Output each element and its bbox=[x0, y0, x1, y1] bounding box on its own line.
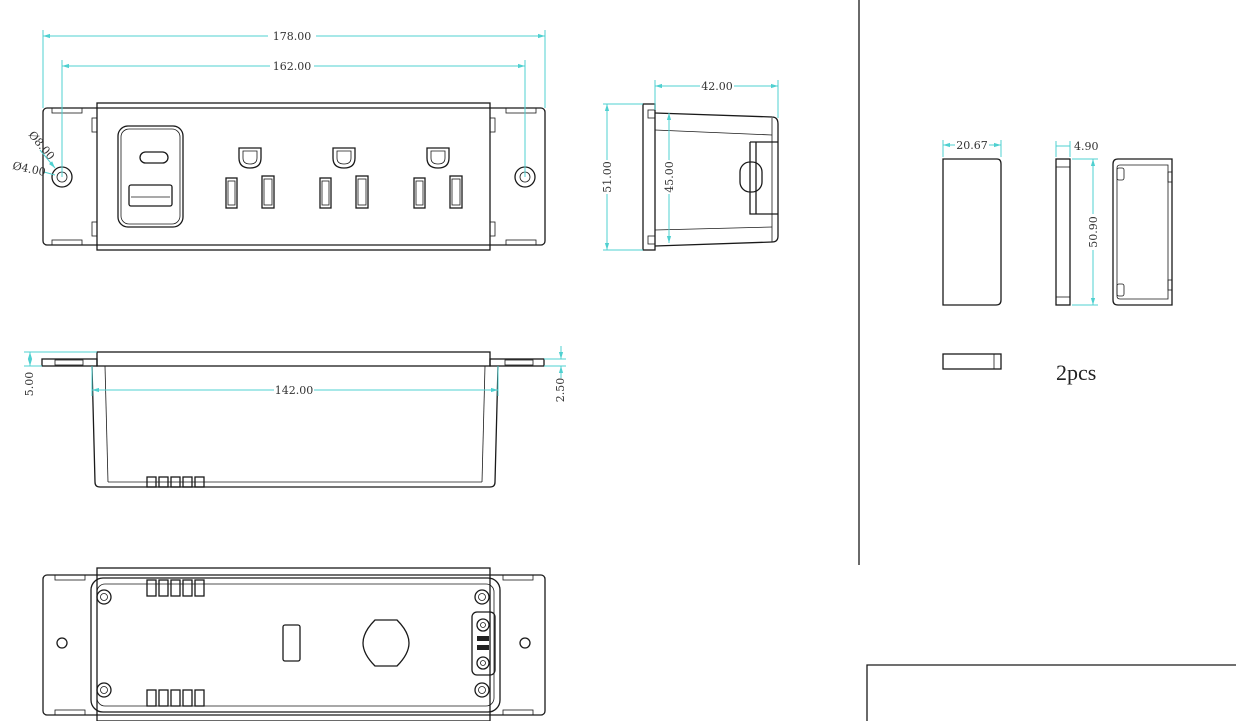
bottom-view bbox=[42, 567, 546, 721]
dim-width: 20.67 bbox=[956, 139, 988, 152]
neutral-slot bbox=[413, 177, 426, 209]
dim-height: 50.90 bbox=[1087, 216, 1100, 248]
bracket-top bbox=[942, 353, 1002, 370]
cable-knockout bbox=[362, 619, 410, 667]
ac-outlet bbox=[413, 147, 463, 209]
vent-slot bbox=[158, 689, 169, 707]
vent-slot bbox=[182, 689, 193, 707]
dim-hole-outer: Ø8.00 bbox=[26, 129, 58, 163]
vent-slot bbox=[194, 689, 205, 707]
end-view: 42.00 51.00 45.00 bbox=[600, 79, 779, 251]
mounting-flange bbox=[42, 107, 546, 246]
dim-overall-length: 178.00 bbox=[273, 30, 312, 43]
dim-hole-inner: Ø4.00 bbox=[11, 159, 46, 179]
vent-slot bbox=[170, 476, 181, 488]
switch-slot bbox=[282, 624, 301, 662]
ground-pin-hole bbox=[332, 147, 356, 169]
screw-boss bbox=[474, 682, 490, 698]
vent-slot bbox=[170, 689, 181, 707]
screw-boss bbox=[96, 589, 112, 605]
dim-total-thickness: 5.00 bbox=[23, 372, 36, 397]
front-view: 178.00 162.00 Ø8.00 Ø4.00 bbox=[11, 29, 546, 251]
dim-hole-spacing: 162.00 bbox=[273, 60, 312, 73]
screw-boss bbox=[474, 589, 490, 605]
hot-slot bbox=[449, 175, 463, 209]
vent-slot bbox=[146, 579, 157, 597]
usb-a-port bbox=[128, 184, 173, 207]
ground-pin-hole bbox=[426, 147, 450, 169]
usb-c-port bbox=[139, 151, 169, 164]
vent-slot bbox=[170, 579, 181, 597]
bracket-back bbox=[1112, 158, 1173, 306]
quantity-label: 2pcs bbox=[1056, 360, 1096, 385]
bracket-parts: 20.67 4.90 50.90 2pcs bbox=[942, 138, 1173, 385]
usb-module bbox=[117, 125, 184, 228]
bracket-side bbox=[1055, 158, 1071, 306]
vent-slot bbox=[194, 579, 205, 597]
dim-depth: 42.00 bbox=[701, 80, 733, 93]
ground-pin-hole bbox=[238, 147, 262, 169]
vent-slot bbox=[146, 476, 157, 488]
dim-body-height: 45.00 bbox=[663, 161, 676, 193]
bracket-front bbox=[942, 158, 1002, 306]
ac-outlet bbox=[225, 147, 275, 209]
vent-slot bbox=[158, 476, 169, 488]
dim-body-length: 142.00 bbox=[275, 384, 314, 397]
socket-body bbox=[96, 102, 491, 251]
cable-outlet bbox=[739, 161, 763, 193]
vent-slot bbox=[194, 476, 205, 488]
dim-flange-thickness: 2.50 bbox=[554, 378, 567, 403]
vent-slot bbox=[182, 476, 193, 488]
neutral-slot bbox=[225, 177, 238, 209]
vent-slot bbox=[158, 579, 169, 597]
ac-outlet bbox=[319, 147, 369, 209]
hot-slot bbox=[261, 175, 275, 209]
vent-slot bbox=[182, 579, 193, 597]
dim-thickness: 4.90 bbox=[1074, 140, 1099, 153]
title-block-frame bbox=[866, 664, 1236, 721]
dim-flange-height: 51.00 bbox=[601, 161, 614, 193]
side-view: 142.00 5.00 2.50 bbox=[23, 346, 567, 488]
neutral-slot bbox=[319, 177, 332, 209]
vent-slot bbox=[146, 689, 157, 707]
connector-module bbox=[471, 611, 496, 676]
screw-boss bbox=[96, 682, 112, 698]
hot-slot bbox=[355, 175, 369, 209]
